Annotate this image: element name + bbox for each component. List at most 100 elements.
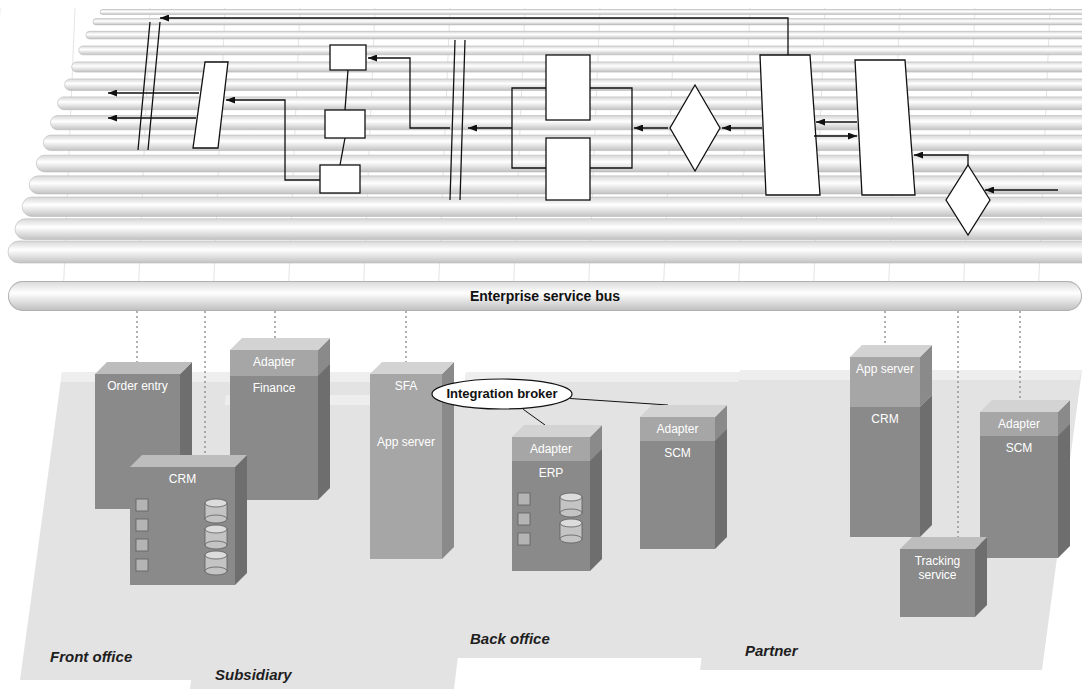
process-box xyxy=(546,138,590,200)
sync-bar xyxy=(138,22,150,150)
system-label: App server xyxy=(377,436,435,450)
block-side xyxy=(920,395,932,537)
block-top xyxy=(900,537,987,549)
block-top xyxy=(230,338,330,350)
system-label: App server xyxy=(856,363,914,377)
block-front xyxy=(370,374,442,559)
bus-connection xyxy=(1019,311,1020,400)
decision-diamond xyxy=(946,165,990,235)
module-icon xyxy=(136,499,148,511)
system-block: Adapter xyxy=(230,338,330,380)
system-label: CRM xyxy=(871,413,898,427)
module-icon xyxy=(136,519,148,531)
bus-pipe xyxy=(100,10,1082,15)
block-side xyxy=(1058,424,1070,558)
block-front xyxy=(850,357,920,407)
broker-ellipse: Integration broker xyxy=(431,378,573,410)
bus-connection xyxy=(204,311,205,455)
flow-line xyxy=(368,58,450,128)
block-top xyxy=(130,455,247,467)
flow-line xyxy=(914,155,968,165)
block-front xyxy=(230,350,318,380)
system-block: Adapter xyxy=(980,400,1070,442)
site-label: Partner xyxy=(745,642,798,659)
process-box xyxy=(193,62,228,148)
database-icon xyxy=(560,519,582,543)
system-label: CRM xyxy=(169,473,196,487)
flow-line xyxy=(226,100,320,180)
broker-link xyxy=(570,399,668,405)
block-side xyxy=(975,537,987,617)
service-bus: Enterprise service bus xyxy=(8,281,1082,311)
sync-bar xyxy=(460,40,465,200)
bus-pipe xyxy=(79,46,1082,55)
flow-line xyxy=(512,88,546,168)
module-icon xyxy=(518,513,530,525)
broker-outline xyxy=(432,379,572,409)
database-icon xyxy=(205,551,227,575)
block-top xyxy=(95,362,192,374)
system-block: App server xyxy=(850,345,932,407)
system-label: Adapter xyxy=(530,443,572,457)
process-box xyxy=(760,55,820,195)
system-label: Order entry xyxy=(107,380,168,394)
system-label: ERP xyxy=(539,467,564,481)
process-box xyxy=(330,45,366,70)
bus-pipe xyxy=(8,241,1082,263)
block-side xyxy=(715,429,727,549)
block-front xyxy=(512,461,590,571)
system-block: Adapter xyxy=(640,405,727,447)
system-label: Tracking service xyxy=(904,555,971,583)
system-label: Finance xyxy=(253,382,296,396)
system-label: SFA xyxy=(395,380,418,394)
system-block: SCM xyxy=(640,441,727,549)
flow-line xyxy=(160,18,788,55)
module-icon xyxy=(518,533,530,545)
process-box xyxy=(320,165,360,193)
process-box xyxy=(855,60,915,195)
database-icon xyxy=(205,525,227,549)
bus-label: Enterprise service bus xyxy=(8,281,1082,311)
broker-link xyxy=(523,409,545,425)
flow-line xyxy=(814,135,857,136)
block-front xyxy=(980,436,1058,558)
bus-pipe xyxy=(93,19,1082,25)
database-icon xyxy=(560,493,582,517)
flow-line xyxy=(108,117,196,118)
flow-line xyxy=(468,127,512,128)
module-icon xyxy=(136,559,148,571)
flow-line xyxy=(816,121,857,122)
process-box xyxy=(325,110,365,138)
flow-line xyxy=(340,138,345,165)
bus-connection xyxy=(957,311,958,537)
block-front xyxy=(900,549,975,617)
block-side xyxy=(590,449,602,571)
system-block: CRM xyxy=(130,455,247,585)
bus-connection xyxy=(405,311,406,362)
bus-connection xyxy=(136,311,137,362)
block-front xyxy=(850,407,920,537)
system-label: Adapter xyxy=(253,356,295,370)
flow-line xyxy=(634,127,668,128)
block-top xyxy=(640,405,727,417)
block-side xyxy=(235,455,247,585)
system-block: SCM xyxy=(980,436,1070,558)
system-block: CRM xyxy=(850,407,932,537)
flow-line xyxy=(345,70,348,110)
sync-bar xyxy=(148,22,160,150)
broker-label: Integration broker xyxy=(431,378,573,410)
block-front xyxy=(640,441,715,549)
bus-connection xyxy=(884,311,885,345)
block-top xyxy=(512,425,602,437)
system-label: Adapter xyxy=(656,423,698,437)
bus-pipe xyxy=(86,31,1082,39)
site-label: Front office xyxy=(50,648,132,665)
process-flow xyxy=(0,0,1082,320)
platform-floor xyxy=(700,370,1082,670)
flow-line xyxy=(985,189,1058,190)
block-front xyxy=(230,376,318,500)
module-icon xyxy=(136,539,148,551)
site-platform: PartnerApp serverCRMAdapterSCMTracking s… xyxy=(700,370,1082,670)
block-top xyxy=(850,345,932,357)
